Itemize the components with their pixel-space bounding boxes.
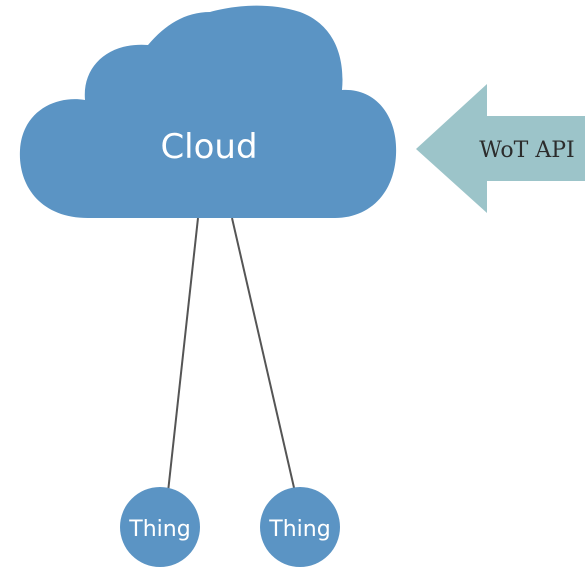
- thing-circle-1: [120, 487, 200, 567]
- cloud-node: Cloud: [19, 5, 397, 218]
- thing-label-2: Thing: [268, 517, 330, 542]
- thing-node-2: Thing: [260, 487, 340, 567]
- thing-node-1: Thing: [120, 487, 200, 567]
- api-arrow: WoT API: [416, 84, 585, 213]
- cloud-shape: [19, 5, 397, 218]
- cloud-label: Cloud: [160, 127, 257, 167]
- thing-label-1: Thing: [128, 517, 190, 542]
- api-arrow-label: WoT API: [479, 138, 574, 163]
- connector-line-2: [231, 217, 296, 493]
- thing-circle-2: [260, 487, 340, 567]
- api-arrow-shape: [416, 84, 585, 213]
- connector-line-1: [167, 217, 199, 493]
